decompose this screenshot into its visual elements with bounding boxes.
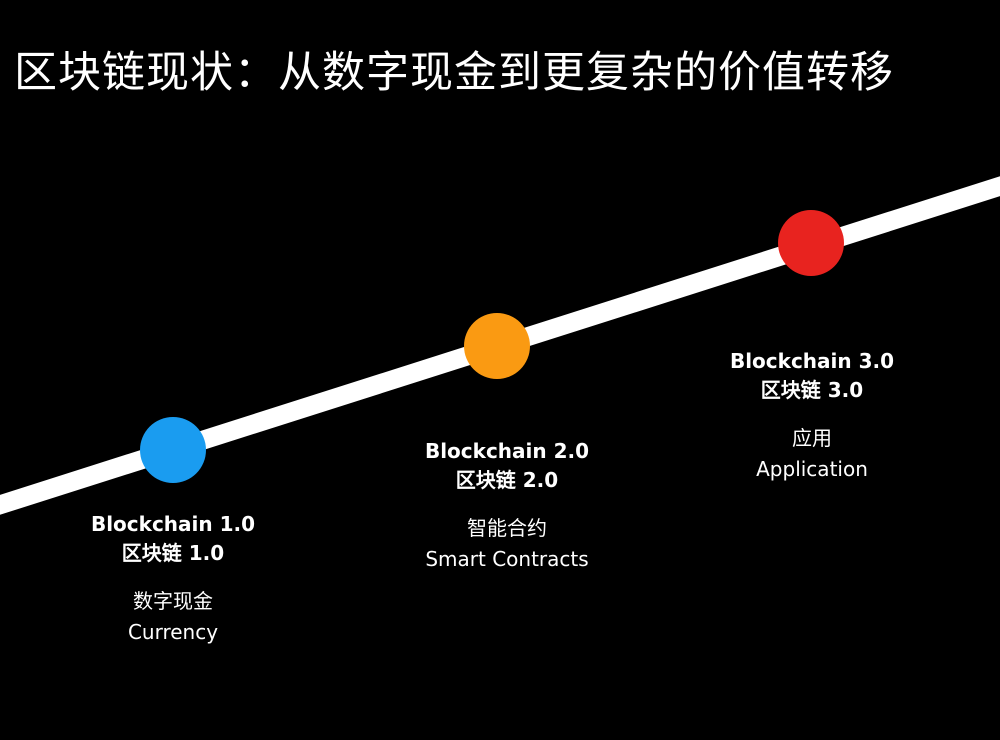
slide-title: 区块链现状：从数字现金到更复杂的价值转移 [14,48,894,98]
stage-2-marker [464,313,530,379]
stage-3-name-en: Blockchain 3.0 [729,349,895,373]
stage-2-name-en: Blockchain 2.0 [424,439,590,463]
stage-2-label: Blockchain 2.0 区块链 2.0 智能合约 Smart Contra… [377,437,637,575]
stage-1-marker [140,417,206,483]
stage-3-marker [778,210,844,276]
stage-2-name-zh: 区块链 2.0 [455,468,559,492]
stage-3-desc-zh: 应用 [792,426,832,450]
stage-2-desc-zh: 智能合约 [467,516,547,540]
stage-3-name-zh: 区块链 3.0 [760,378,864,402]
stage-3-label: Blockchain 3.0 区块链 3.0 应用 Application [682,347,942,485]
stage-1-name-zh: 区块链 1.0 [121,541,225,565]
stage-1-name-en: Blockchain 1.0 [90,512,256,536]
stage-1-label: Blockchain 1.0 区块链 1.0 数字现金 Currency [43,510,303,648]
stage-3-desc-en: Application [756,457,868,481]
stage-1-desc-en: Currency [127,620,219,644]
stage-1-desc-zh: 数字现金 [133,589,213,613]
stage-2-desc-en: Smart Contracts [425,547,589,571]
